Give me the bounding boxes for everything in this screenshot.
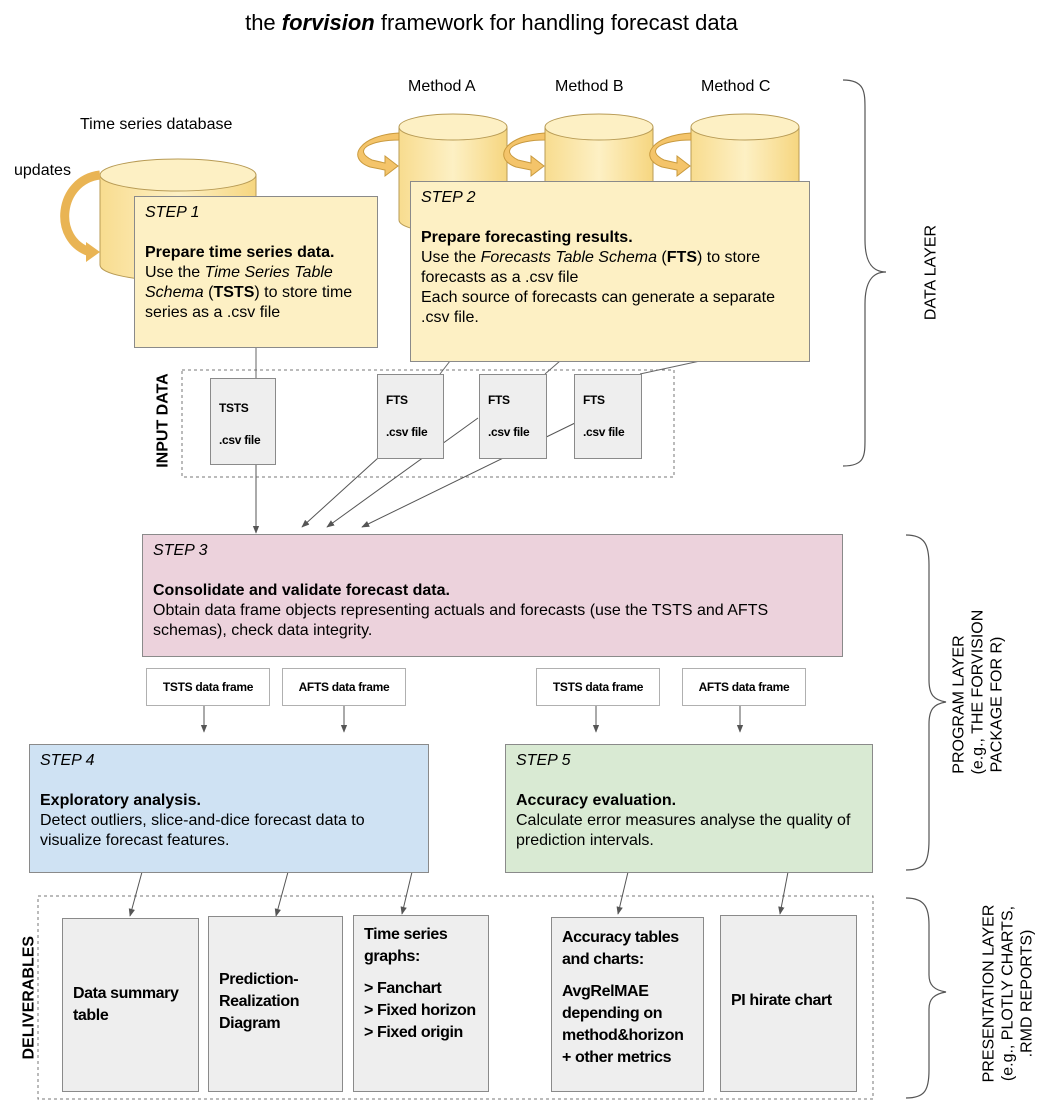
title-framework-name: forvision bbox=[281, 10, 375, 35]
step-5-name: STEP 5 bbox=[516, 752, 571, 769]
input-data-region bbox=[181, 369, 675, 478]
layer-brace-icons bbox=[842, 79, 947, 1099]
database-label: Time series database bbox=[80, 116, 233, 133]
deliverable-accuracy-tables-and-charts: Accuracy tables and charts: AvgRelMAE de… bbox=[551, 917, 704, 1092]
step-4-name: STEP 4 bbox=[40, 752, 95, 769]
deliverables-region bbox=[37, 895, 874, 1100]
fts-csv-file-2: FTS .csv file bbox=[479, 374, 547, 459]
updates-label: updates bbox=[14, 162, 71, 179]
fts-csv-file-1: FTS .csv file bbox=[377, 374, 444, 459]
step-2-box: STEP 2 Prepare forecasting results. Use … bbox=[410, 181, 810, 362]
method-a-label: Method A bbox=[408, 78, 476, 95]
deliverable-data-summary-table: Data summary table bbox=[62, 918, 199, 1092]
method-b-label: Method B bbox=[555, 78, 624, 95]
program-layer-label: PROGRAM LAYER (e.g., THE FORVISION PACKA… bbox=[950, 609, 1006, 775]
step-2-text: Use the Forecasts Table Schema (FTS) to … bbox=[421, 249, 761, 286]
tsts-data-frame-1: TSTS data frame bbox=[146, 668, 270, 706]
deliverables-label: DELIVERABLES bbox=[20, 935, 38, 1060]
method-curl-arrow-icon bbox=[357, 132, 692, 178]
data-layer-label: DATA LAYER bbox=[922, 224, 940, 321]
afts-data-frame-1: AFTS data frame bbox=[282, 668, 406, 706]
presentation-layer-label: PRESENTATION LAYER (e.g., PLOTLY CHARTS,… bbox=[980, 904, 1036, 1083]
input-data-label: INPUT DATA bbox=[154, 373, 172, 468]
deliverable-pi-hirate-chart: PI hirate chart bbox=[720, 915, 857, 1092]
title-suffix: framework for handling forecast data bbox=[380, 10, 738, 35]
step-4-box: STEP 4 Exploratory analysis. Detect outl… bbox=[29, 744, 429, 873]
fts-csv-file-3: FTS .csv file bbox=[574, 374, 642, 459]
step-5-heading: Accuracy evaluation. bbox=[516, 792, 677, 809]
step-5-box: STEP 5 Accuracy evaluation. Calculate er… bbox=[505, 744, 873, 873]
step-1-text: Use the Time Series Table Schema (TSTS) … bbox=[145, 264, 353, 321]
step-5-text: Calculate error measures analyse the qua… bbox=[516, 812, 851, 849]
step-2-name: STEP 2 bbox=[421, 189, 476, 206]
deliverable-prediction-realization-diagram: Prediction- Realization Diagram bbox=[208, 916, 343, 1092]
tsts-csv-file: TSTS .csv file bbox=[210, 378, 276, 465]
step-1-name: STEP 1 bbox=[145, 204, 200, 221]
title-prefix: the bbox=[245, 10, 276, 35]
tsts-data-frame-2: TSTS data frame bbox=[536, 668, 660, 706]
method-c-label: Method C bbox=[701, 78, 771, 95]
step-3-text: Obtain data frame objects representing a… bbox=[153, 602, 769, 639]
deliverable-time-series-graphs: Time series graphs: > Fanchart > Fixed h… bbox=[353, 915, 489, 1092]
step-1-box: STEP 1 Prepare time series data. Use the… bbox=[134, 196, 378, 348]
afts-data-frame-2: AFTS data frame bbox=[682, 668, 806, 706]
step-2-text-sources: Each source of forecasts can generate a … bbox=[421, 289, 775, 326]
step-4-text: Detect outliers, slice-and-dice forecast… bbox=[40, 812, 365, 849]
step-4-heading: Exploratory analysis. bbox=[40, 792, 201, 809]
step-3-name: STEP 3 bbox=[153, 542, 208, 559]
step-3-box: STEP 3 Consolidate and validate forecast… bbox=[142, 534, 843, 657]
page-title: the forvision framework for handling for… bbox=[0, 10, 983, 36]
step-3-heading: Consolidate and validate forecast data. bbox=[153, 582, 450, 599]
step-2-heading: Prepare forecasting results. bbox=[421, 229, 633, 246]
updates-curl-arrow-icon bbox=[60, 170, 101, 262]
step-1-heading: Prepare time series data. bbox=[145, 244, 335, 261]
